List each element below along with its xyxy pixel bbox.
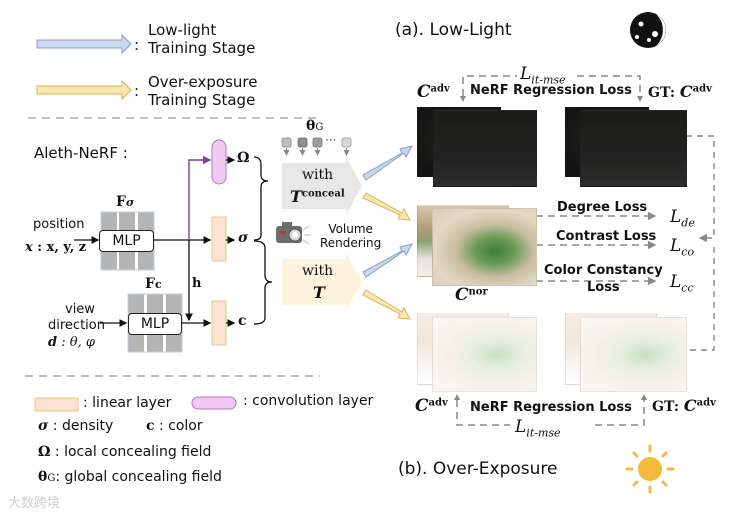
linear-layer-legend: : linear layer [83, 395, 172, 411]
with-conceal-formula: Tconceal [290, 187, 345, 206]
brace-bottom [253, 240, 273, 325]
panel-a-loss-label: NeRF Regression Loss [470, 83, 632, 98]
over-exposure-gt-image-front [580, 317, 687, 392]
low-light-gt-image-front [580, 110, 687, 187]
normal-image-front [432, 208, 537, 286]
f-c-label: Fc [145, 276, 162, 292]
color-output: c [238, 313, 247, 329]
view-label: view [65, 302, 95, 317]
panel-a-loss-bracket [460, 75, 643, 102]
theta-g-vectors [281, 137, 352, 156]
view-vars: d : θ, φ [48, 335, 95, 350]
position-label: position [33, 217, 85, 232]
color-constancy-loss-symbol: Lcc [670, 272, 694, 295]
theta-g-ellipsis: ··· [325, 133, 337, 147]
sun-icon [625, 444, 675, 494]
with-t-arrow [282, 253, 362, 311]
over-exposure-pred-image-front [432, 317, 537, 392]
global-field-legend: θG: global concealing field [38, 469, 222, 485]
linear-layer-sigma [211, 216, 227, 262]
contrast-loss-label: Contrast Loss [556, 229, 657, 244]
panel-a-loss-symbol: Lit-mse [520, 64, 566, 87]
over-exposure-arrow-icon [36, 79, 132, 101]
middle-loss-lines [536, 135, 715, 351]
panel-b-loss-bracket [454, 394, 647, 426]
convolution-layer [211, 139, 227, 185]
normal-label: Cnor [455, 285, 488, 305]
volume-rendering-label: Volume Rendering [320, 222, 382, 250]
f-sigma-label: Fσ [116, 194, 135, 210]
theta-g-label: θG [306, 118, 324, 134]
with-t-formula: T [313, 283, 325, 302]
stage-arrows [362, 145, 413, 320]
low-light-legend-label: Low-light Training Stage [148, 21, 256, 57]
panel-a-gt-label: GT: Cadv [648, 82, 712, 101]
camera-icon [276, 222, 311, 245]
convolution-layer-swatch [191, 396, 237, 410]
h-label: h [192, 276, 202, 291]
watermark: 大数跨境 [8, 496, 61, 511]
panel-a-pred-label: Cadv [417, 82, 450, 102]
panel-b-gt-label: GT: Cadv [652, 396, 716, 415]
with-t-conceal-arrow [282, 157, 362, 215]
linear-layer-swatch [34, 397, 79, 412]
omega-output: Ω [237, 150, 250, 166]
brace-top [253, 156, 269, 241]
model-title: Aleth-NeRF : [34, 144, 128, 162]
position-vars: x : x, y, z [25, 240, 87, 255]
mlp-sigma: MLP [99, 230, 154, 252]
with-conceal-label: with [302, 167, 334, 183]
panel-b-title: (b). Over-Exposure [398, 459, 558, 479]
legend-colon-2: : [134, 82, 140, 100]
contrast-loss-symbol: Lco [670, 236, 695, 259]
degree-loss-label: Degree Loss [557, 200, 648, 215]
linear-layer-color [211, 300, 227, 346]
low-light-arrow-icon [36, 33, 132, 55]
degree-loss-symbol: Lde [670, 207, 695, 230]
panel-b-pred-label: Cadv [415, 396, 448, 416]
sigma-output: σ [238, 230, 249, 246]
moon-icon [630, 12, 666, 48]
panel-b-loss-label: NeRF Regression Loss [470, 400, 632, 415]
color-constancy-loss-label: Color Constancy Loss [544, 263, 663, 295]
panel-b-loss-symbol: Lit-mse [515, 417, 561, 440]
low-light-pred-image-front [433, 110, 537, 187]
mlp-color: MLP [128, 313, 182, 335]
over-exposure-legend-label: Over-exposure Training Stage [148, 73, 258, 109]
convolution-layer-legend: : convolution layer [243, 393, 374, 409]
legend-colon: : [134, 36, 140, 54]
direction-label: direction [48, 318, 105, 333]
panel-a-title: (a). Low-Light [395, 20, 512, 40]
with-t-label: with [302, 263, 334, 279]
density-legend: σ : density [38, 418, 114, 434]
color-legend: c : color [146, 418, 203, 434]
local-field-legend: Ω : local concealing field [38, 444, 212, 460]
